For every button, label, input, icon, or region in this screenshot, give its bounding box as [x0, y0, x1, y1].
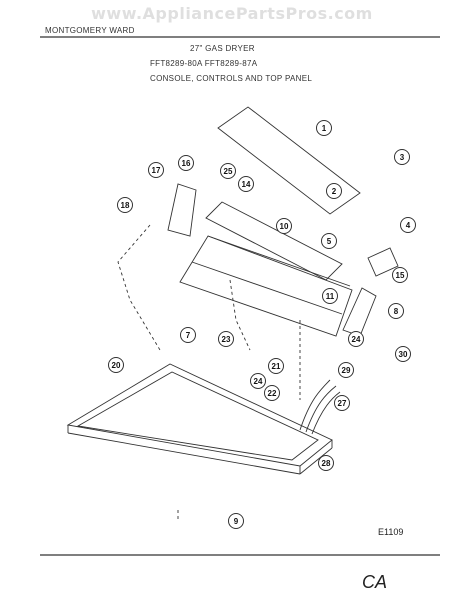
callout-15: 15 — [392, 267, 408, 283]
callout-1: 1 — [316, 120, 332, 136]
svg-text:17: 17 — [152, 166, 161, 175]
svg-text:28: 28 — [322, 459, 331, 468]
svg-text:27: 27 — [338, 399, 347, 408]
svg-text:22: 22 — [268, 389, 277, 398]
callout-16: 16 — [178, 155, 194, 171]
callout-20: 20 — [108, 357, 124, 373]
svg-text:3: 3 — [400, 153, 405, 162]
control-strip-part — [205, 201, 343, 281]
svg-text:18: 18 — [121, 201, 130, 210]
diagram-title: 27" GAS DRYER — [190, 44, 255, 53]
svg-text:2: 2 — [332, 187, 337, 196]
svg-text:20: 20 — [112, 361, 121, 370]
svg-text:29: 29 — [342, 366, 351, 375]
callout-23: 23 — [218, 331, 234, 347]
callout-21: 21 — [268, 358, 284, 374]
model-numbers: FFT8289-80A FFT8289-87A — [150, 59, 258, 68]
callout-10: 10 — [276, 218, 292, 234]
svg-text:4: 4 — [406, 221, 411, 230]
callout-25: 24 — [348, 331, 364, 347]
callout-3: 3 — [394, 149, 410, 165]
svg-text:21: 21 — [272, 362, 281, 371]
svg-text:10: 10 — [280, 222, 289, 231]
svg-text:9: 9 — [234, 517, 239, 526]
callout-17: 17 — [148, 162, 164, 178]
callout-11: 11 — [322, 288, 338, 304]
callout-29: 29 — [338, 362, 354, 378]
callout-24: 24 — [250, 373, 266, 389]
console-panel-part — [179, 235, 353, 337]
svg-text:30: 30 — [399, 350, 408, 359]
svg-text:23: 23 — [222, 335, 231, 344]
svg-text:11: 11 — [326, 292, 335, 301]
left-end-bracket — [167, 183, 197, 237]
svg-text:5: 5 — [327, 237, 332, 246]
top-panel-part — [66, 363, 333, 467]
svg-text:1: 1 — [322, 124, 327, 133]
callout-5: 5 — [321, 233, 337, 249]
section-title: CONSOLE, CONTROLS AND TOP PANEL — [150, 74, 313, 83]
control-module-part — [367, 247, 399, 277]
callout-8: 8 — [388, 303, 404, 319]
right-end-cap — [342, 287, 377, 337]
svg-text:15: 15 — [396, 271, 405, 280]
callout-2: 2 — [326, 183, 342, 199]
callout-26: 27 — [334, 395, 350, 411]
svg-text:16: 16 — [182, 159, 191, 168]
svg-text:25: 25 — [224, 167, 233, 176]
diagram-code: E1109 — [378, 527, 403, 537]
brand-label: MONTGOMERY WARD — [45, 26, 135, 35]
svg-text:14: 14 — [242, 180, 251, 189]
callout-14: 14 — [238, 176, 254, 192]
svg-text:24: 24 — [254, 377, 263, 386]
callout-30: 30 — [395, 346, 411, 362]
callout-18: 18 — [117, 197, 133, 213]
callout-7: 7 — [180, 327, 196, 343]
svg-text:8: 8 — [394, 307, 399, 316]
handwritten-mark: CA — [362, 572, 387, 592]
callout-4: 4 — [400, 217, 416, 233]
watermark-text: www.AppliancePartsPros.com — [91, 4, 373, 23]
callout-27: 25 — [220, 163, 236, 179]
callout-9: 9 — [228, 513, 244, 529]
svg-text:7: 7 — [186, 331, 191, 340]
svg-text:24: 24 — [352, 335, 361, 344]
callout-22: 22 — [264, 385, 280, 401]
callout-28: 28 — [318, 455, 334, 471]
back-panel-part — [217, 106, 361, 215]
